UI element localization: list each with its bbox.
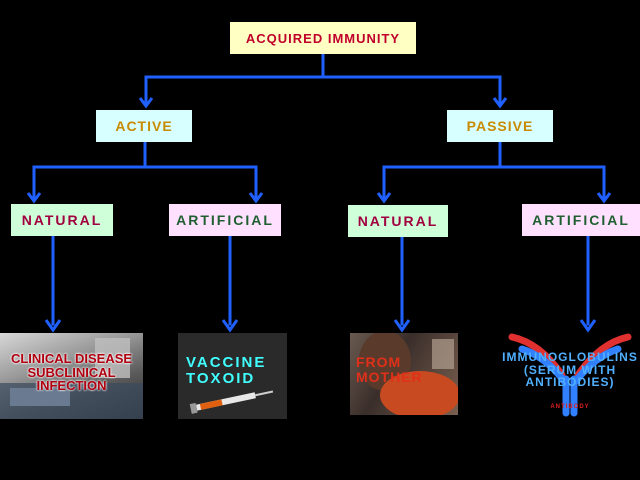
subclinical-line: SUBCLINICAL (27, 364, 116, 380)
antibody-image: IMMUNOGLOBULINS (SERUM WITH ANTIBODIES) … (500, 333, 640, 419)
passive-label: PASSIVE (466, 118, 534, 134)
acquired-immunity-label: ACQUIRED IMMUNITY (245, 30, 401, 46)
active-artificial-box: ARTIFICIAL (169, 204, 281, 236)
active-label: ACTIVE (115, 118, 173, 134)
passive-natural-label: NATURAL (357, 213, 439, 229)
immunoglobulins-line: IMMUNOGLOBULINS (502, 350, 638, 364)
clinical-disease-line: CLINICAL DISEASE (10, 351, 133, 366)
passive-artificial-label: ARTIFICIAL (532, 212, 630, 228)
active-box: ACTIVE (96, 110, 192, 142)
passive-artificial-box: ARTIFICIAL (522, 204, 640, 236)
vaccine-image: VACCINE TOXOID (178, 333, 287, 419)
infection-line: INFECTION (36, 378, 107, 394)
serum-with-line: (SERUM WITH (523, 362, 617, 377)
passive-box: PASSIVE (447, 110, 553, 142)
clinical-disease-image: CLINICAL DISEASE SUBCLINICAL INFECTION (0, 333, 143, 419)
passive-natural-box: NATURAL (348, 205, 448, 237)
vaccine-text: VACCINE TOXOID (178, 355, 287, 387)
antibodies-line: ANTIBODIES) (525, 375, 615, 390)
from-line: FROM (356, 354, 402, 370)
mother-child-illustration (359, 333, 458, 415)
antibody-caption: ANTIBODY (550, 404, 590, 410)
vaccine-line: VACCINE (186, 354, 267, 371)
antibody-icon (508, 333, 632, 417)
patient-bed-illustration (0, 338, 143, 419)
active-natural-box: NATURAL (11, 204, 113, 236)
acquired-immunity-box: ACQUIRED IMMUNITY (230, 22, 416, 54)
mother-line: MOTHER (356, 368, 423, 385)
syringe-icon (189, 390, 274, 414)
toxoid-line: TOXOID (186, 369, 256, 387)
mother-image: FROM MOTHER (350, 333, 458, 415)
active-natural-label: NATURAL (21, 212, 103, 228)
active-artificial-label: ARTIFICIAL (176, 212, 274, 228)
from-mother-text: FROM MOTHER (356, 355, 456, 384)
clinical-disease-text: CLINICAL DISEASE SUBCLINICAL INFECTION (0, 352, 143, 393)
immunoglobulins-text: IMMUNOGLOBULINS (SERUM WITH ANTIBODIES) (500, 351, 640, 389)
